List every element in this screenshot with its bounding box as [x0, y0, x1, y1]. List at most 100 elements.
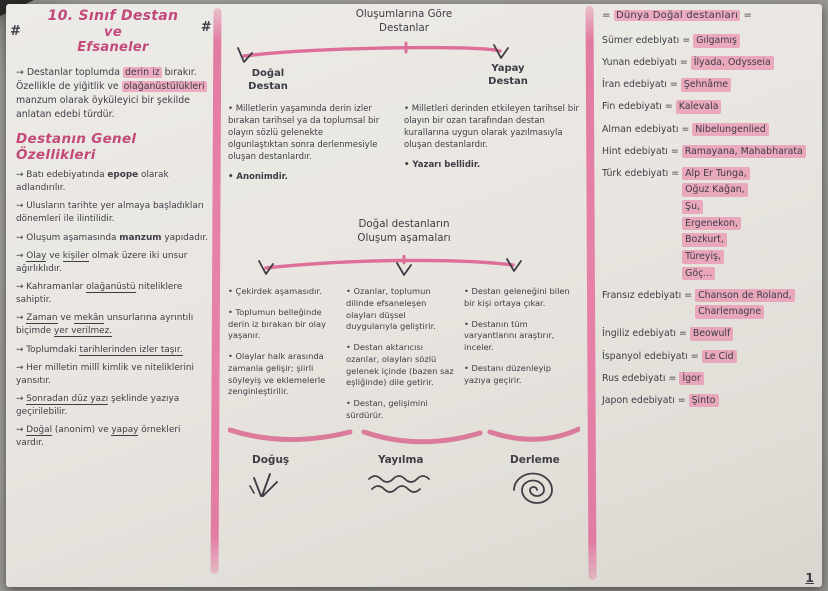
text-segment: Olay	[26, 251, 47, 263]
note-line: • Destan, gelişimini sürdürür.	[346, 398, 458, 422]
epic-name: Chanson de Roland,	[695, 288, 795, 303]
epic-row: Hint edebiyatı = Ramayana, Mahabharata	[602, 144, 818, 159]
text-segment: olağanüstü	[86, 282, 136, 294]
epic-name: Ergenekon,	[682, 216, 741, 231]
text-segment: • Milletlerin yaşamında derin izler bıra…	[228, 104, 380, 163]
epic-row-french: Fransız edebiyatı = Chanson de Roland, C…	[602, 288, 818, 319]
stages-title: Doğal destanların Oluşum aşamaları	[228, 218, 580, 246]
stage-column-compile: • Destan geleneğini bilen bir kişi ortay…	[464, 286, 580, 395]
equals-sign: =	[682, 35, 691, 46]
text-segment: • Toplumun belleğinde derin iz bırakan b…	[228, 306, 326, 341]
equals-sign: =	[690, 350, 699, 362]
text-segment: yapay	[111, 425, 139, 437]
note-line: → Her milletin millî kimlik ve nitelikle…	[16, 362, 210, 387]
text-segment: →	[16, 313, 27, 324]
natural-epic-label-2: Destan	[248, 80, 288, 92]
epic-row: Yunan edebiyatı = İlyada, Odysseia	[602, 56, 818, 70]
stages-title-line-2: Oluşum aşamaları	[357, 231, 451, 244]
text-segment: =	[740, 10, 753, 21]
text-segment: ve	[46, 251, 63, 262]
epic-row-turkish: Türk edebiyatı = Alp Er Tunga, Oğuz Kağa…	[602, 166, 818, 281]
epic-name: Ramayana, Mahabharata	[681, 144, 806, 159]
literature-label: İran edebiyatı	[602, 79, 667, 91]
equals-sign: =	[679, 328, 687, 340]
text-segment: → Her milletin millî kimlik ve nitelikle…	[16, 363, 194, 386]
text-segment: bırakır. Özellikle de yiğitlik ve	[16, 66, 197, 93]
note-line: • Çekirdek aşamasıdır.	[228, 286, 336, 298]
epic-name: Oğuz Kağan,	[682, 183, 748, 197]
equals-sign: =	[670, 145, 679, 157]
text-segment: • Anonimdir.	[228, 172, 288, 183]
epic-row: Fin edebiyatı = Kalevala	[602, 100, 818, 114]
text-segment: →	[16, 251, 27, 262]
epic-name: Türeyiş,	[682, 249, 724, 264]
literature-label: Alman edebiyatı	[602, 123, 679, 135]
epic-name: Gılgamış	[693, 34, 740, 48]
text-segment: şeklinde yazıya geçirilebilir.	[16, 394, 180, 417]
equals-sign: =	[677, 394, 686, 406]
page-title: # # 10. Sınıf Destan ve Efsaneler	[10, 8, 212, 56]
epic-name: Nibelungenlied	[692, 122, 769, 137]
text-segment: Dünya Doğal destanları	[613, 10, 741, 21]
text-segment: → Batı edebiyatında	[16, 170, 108, 181]
note-line: • Ozanlar, toplumun dilinde efsaneleşen …	[346, 286, 458, 333]
epic-name: Charlemagne	[695, 305, 765, 319]
text-segment: olmak üzere iki unsur ağırlıklıdır.	[16, 251, 188, 274]
text-segment: örnekleri vardır.	[16, 425, 181, 448]
note-line: → Zaman ve mekân unsurlarına ayrıntılı b…	[16, 312, 210, 337]
text-segment: • Destan, gelişimini sürdürür.	[346, 398, 428, 421]
text-segment: mekân	[73, 313, 105, 325]
literature-label: Yunan edebiyatı	[602, 57, 677, 69]
text-segment: unsurlarına ayrıntılı biçimde	[16, 313, 194, 336]
epic-row: İspanyol edebiyatı = Le Cid	[602, 349, 818, 364]
stage-column-spread: • Ozanlar, toplumun dilinde efsaneleşen …	[346, 286, 458, 431]
text-segment: → Ulusların tarihte yer almaya başladıkl…	[16, 201, 204, 224]
text-segment: (anonim) ve	[52, 425, 112, 436]
literature-label: Türk edebiyatı	[602, 167, 669, 179]
stage-column-birth: • Çekirdek aşamasıdır. • Toplumun belleğ…	[228, 286, 336, 407]
text-segment: • Destanın tüm varyantlarını araştırır, …	[464, 318, 555, 353]
world-epics-heading: = Dünya Doğal destanları =	[602, 10, 818, 21]
text-segment: tarihlerinden izler taşır.	[79, 344, 183, 356]
text-segment: niteliklere sahiptir.	[16, 282, 183, 305]
epic-row: İngiliz edebiyatı = Beowulf	[602, 327, 818, 341]
epic-name: Beowulf	[689, 327, 734, 341]
spiral-doodle-icon	[513, 472, 553, 504]
text-segment: Sonradan düz yazı	[26, 394, 109, 406]
text-segment: ve	[57, 313, 74, 324]
note-line: • Destan geleneğini bilen bir kişi ortay…	[464, 286, 580, 310]
literature-label: Fin edebiyatı	[602, 101, 662, 113]
text-segment: Zaman	[26, 313, 58, 325]
waves-doodle-icon	[368, 475, 430, 493]
text-segment: epope	[107, 170, 139, 181]
epic-name: Bozkurt,	[682, 233, 727, 247]
diagram-title-line-2: Destanlar	[379, 21, 429, 34]
note-line: → Kahramanlar olağanüstü niteliklere sah…	[16, 281, 210, 306]
natural-epic-label-1: Doğal	[251, 68, 285, 79]
epic-name: İlyada, Odysseia	[690, 56, 774, 70]
equals-sign: =	[669, 79, 678, 91]
intro-paragraph: → Destanlar toplumda derin iz bırakır. Ö…	[16, 66, 210, 122]
text-segment: manzum olarak öyküleyici bir şekilde anl…	[16, 95, 190, 121]
hash-mark-right: #	[200, 20, 212, 35]
text-segment: → Oluşum aşamasında	[16, 232, 120, 243]
note-line: • Olaylar halk arasında zamanla gelişir;…	[228, 351, 336, 398]
equals-sign: =	[671, 167, 680, 179]
note-line: • Toplumun belleğinde derin iz bırakan b…	[228, 307, 336, 342]
text-segment: yapıdadır.	[161, 232, 208, 243]
artificial-epic-label-1: Yapay	[491, 63, 525, 74]
text-segment: olarak adlandırılır.	[16, 170, 169, 193]
literature-label: Japon edebiyatı	[602, 394, 675, 406]
text-segment: • Destan aktarıcısı ozanlar, olayları sö…	[346, 342, 454, 388]
note-line: • Destanı düzenleyip yazıya geçirir.	[464, 363, 580, 387]
text-segment: • Destanı düzenleyip yazıya geçirir.	[464, 362, 552, 385]
epic-name: Alp Er Tunga,	[682, 166, 750, 181]
stages-title-line-1: Doğal destanların	[358, 218, 450, 230]
text-segment: → Destanlar toplumda	[16, 66, 123, 78]
literature-label: İngiliz edebiyatı	[602, 328, 676, 340]
literature-label: İspanyol edebiyatı	[602, 350, 688, 362]
sprout-doodle-icon	[249, 473, 278, 497]
title-line-2: ve	[104, 24, 122, 40]
text-segment: Doğal	[26, 425, 53, 437]
